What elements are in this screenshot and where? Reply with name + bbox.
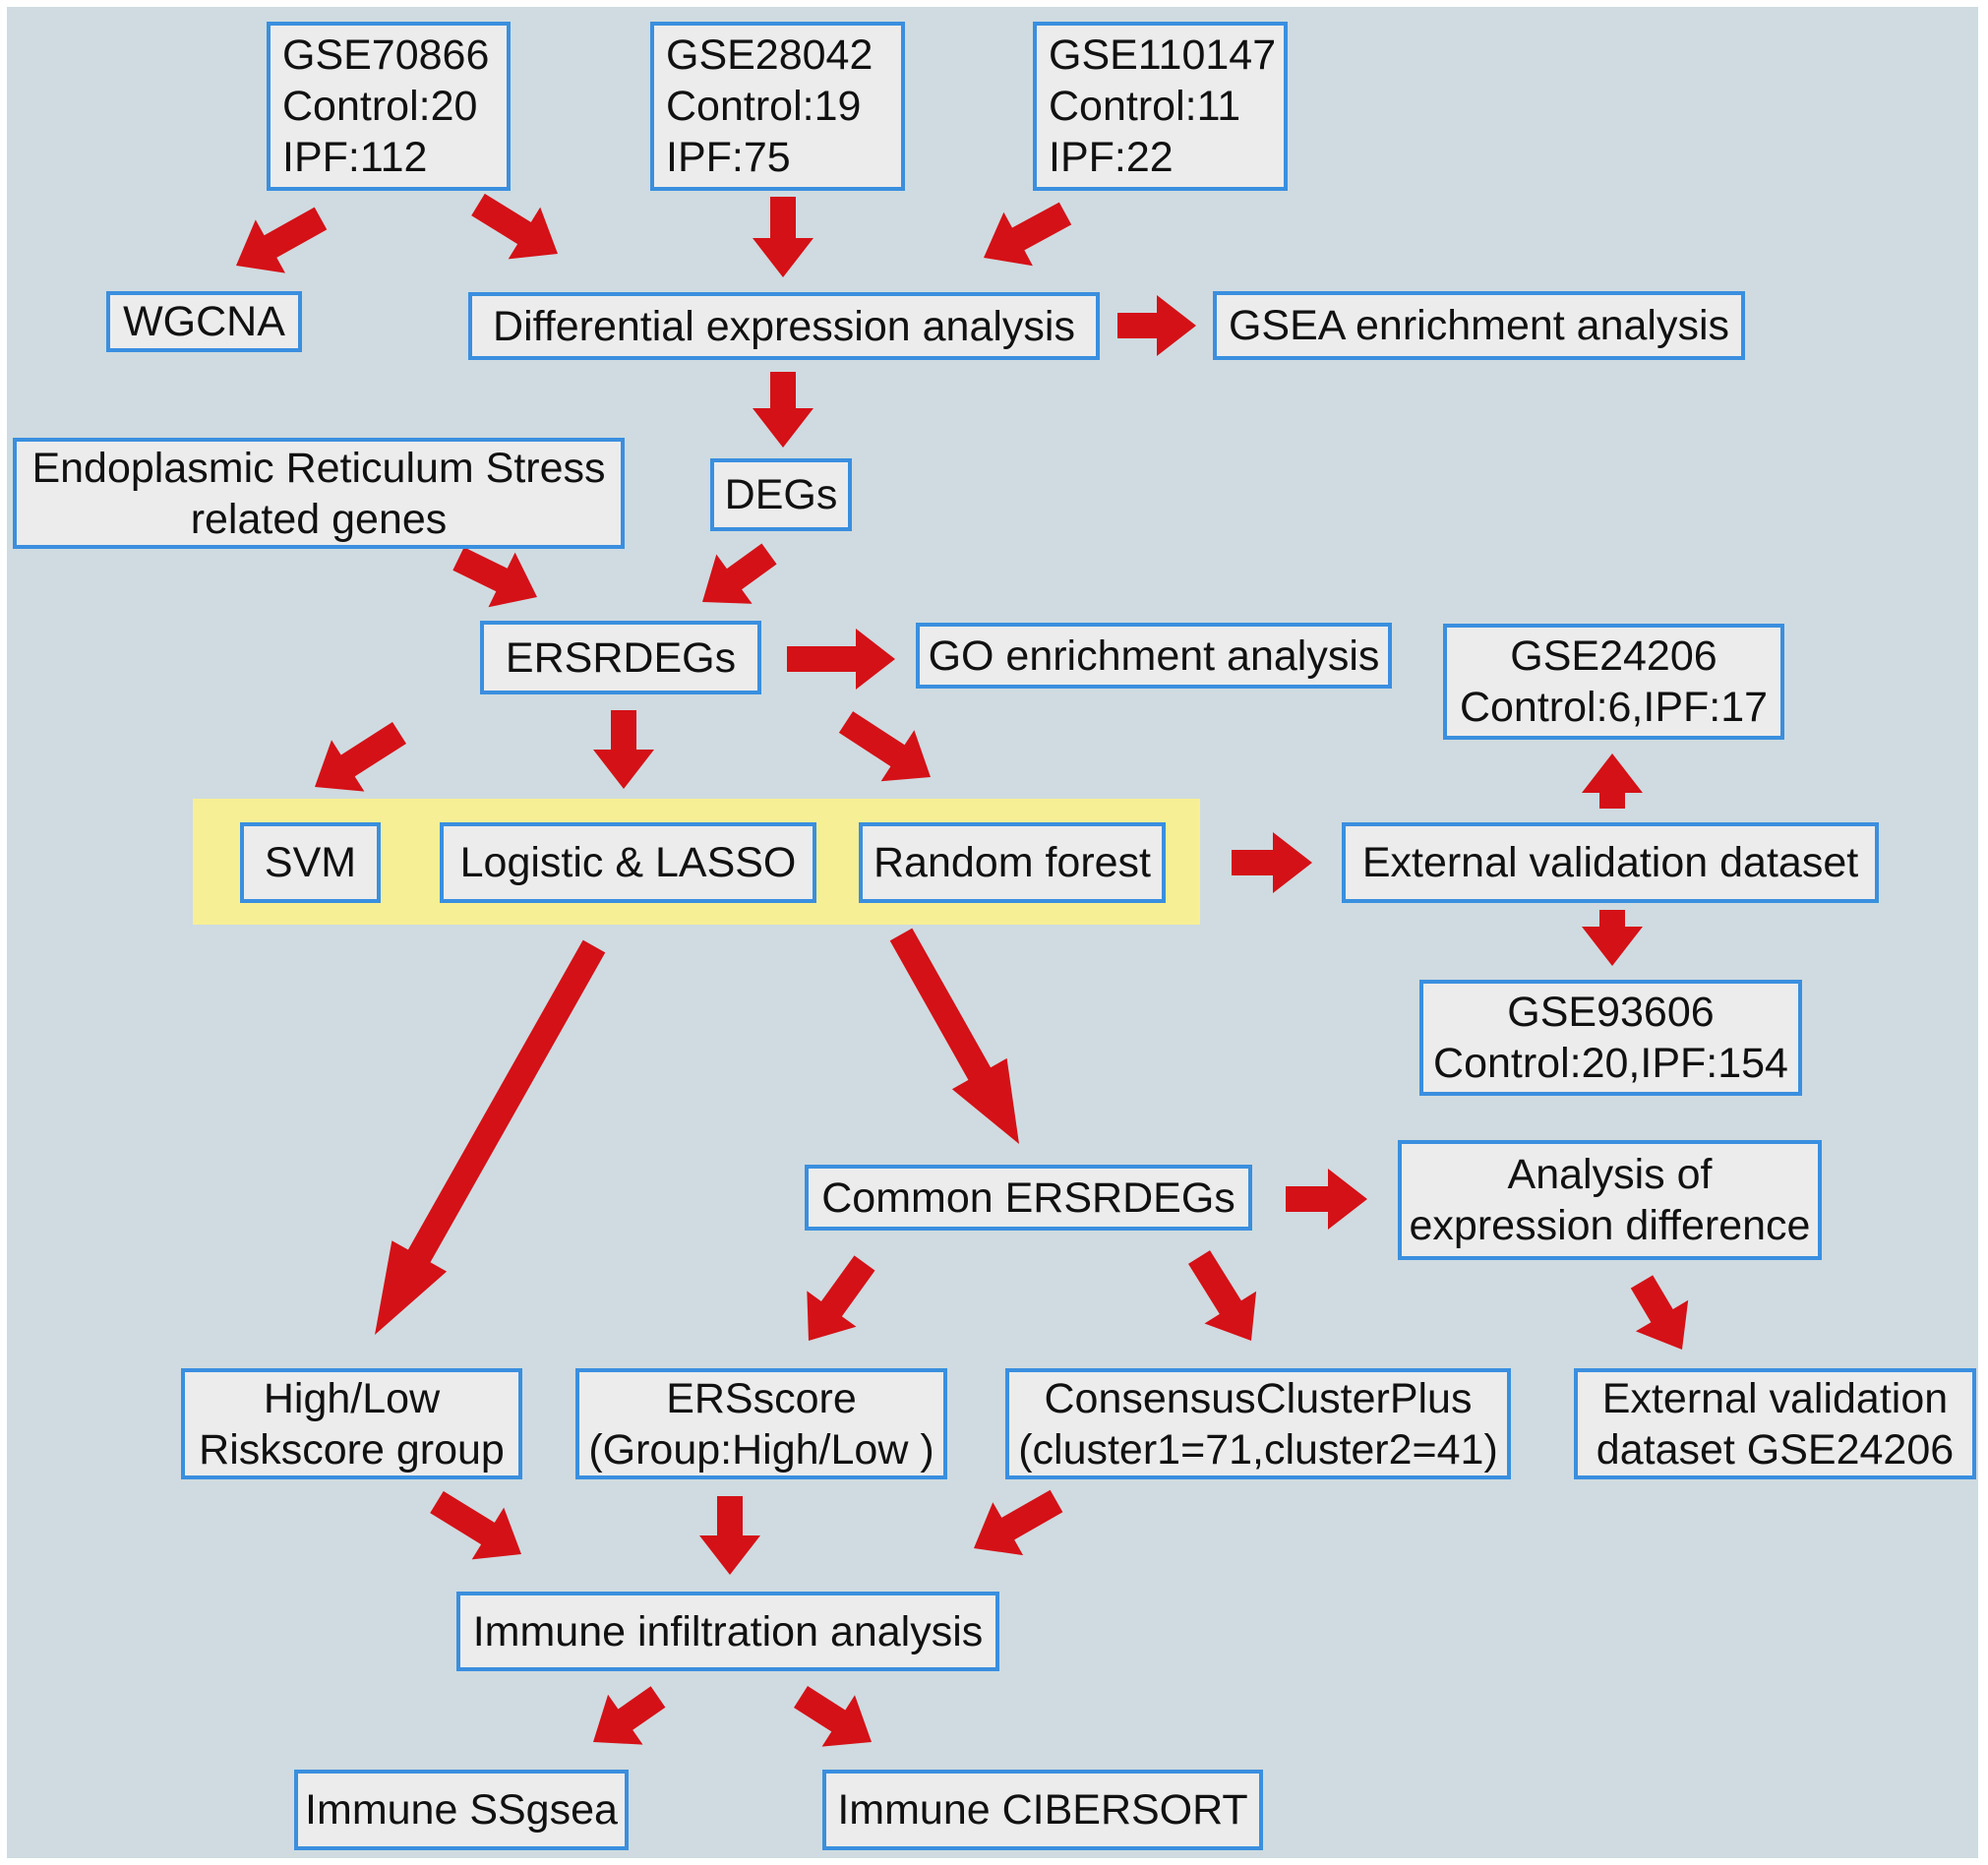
expression-difference-line-2: expression difference — [1409, 1202, 1811, 1249]
er-stress-line-1: Endoplasmic Reticulum Stress — [31, 444, 606, 492]
flow-arrow — [1582, 753, 1643, 809]
ersscore-line-2: (Group:High/Low ) — [588, 1425, 934, 1474]
dataset-control-count: Control:19 — [666, 83, 862, 130]
svm-box: SVM — [240, 822, 381, 903]
svm-label: SVM — [264, 839, 357, 886]
random-forest-label: Random forest — [873, 839, 1152, 886]
flow-arrow — [753, 197, 813, 277]
dataset-gse28042-box: GSE28042 Control:19 IPF:75 — [650, 22, 905, 191]
flow-arrow — [974, 1489, 1063, 1556]
immune-infiltration-label: Immune infiltration analysis — [472, 1607, 984, 1655]
go-enrichment-label: GO enrichment analysis — [928, 632, 1380, 680]
dataset-ipf-count: IPF:75 — [666, 134, 791, 181]
flow-arrow — [315, 722, 406, 792]
gse93606-box: GSE93606 Control:20,IPF:154 — [1419, 980, 1802, 1096]
expression-difference-line-1: Analysis of — [1507, 1151, 1713, 1198]
external-validation-box: External validation dataset — [1342, 822, 1879, 903]
immune-cibersort-label: Immune CIBERSORT — [837, 1786, 1248, 1834]
degs-box: DEGs — [710, 458, 852, 531]
dataset-control-count: Control:20 — [282, 83, 478, 130]
flow-arrow — [593, 1686, 666, 1745]
logistic-lasso-box: Logistic & LASSO — [440, 822, 816, 903]
consensus-cluster-box: ConsensusClusterPlus (cluster1=71,cluste… — [1005, 1368, 1511, 1479]
gse93606-detail: Control:20,IPF:154 — [1433, 1040, 1788, 1087]
immune-ssgsea-box: Immune SSgsea — [294, 1770, 629, 1850]
wgcna-box: WGCNA — [106, 291, 302, 352]
flow-arrow — [593, 710, 654, 789]
dataset-name: GSE110147 — [1049, 31, 1277, 79]
go-enrichment-box: GO enrichment analysis — [916, 623, 1392, 689]
flow-arrow — [1582, 910, 1643, 966]
flow-arrow — [375, 939, 606, 1335]
external-validation-label: External validation dataset — [1361, 839, 1859, 886]
immune-ssgsea-label: Immune SSgsea — [305, 1786, 618, 1834]
ersscore-box: ERSscore (Group:High/Low ) — [575, 1368, 947, 1479]
differential-expression-label: Differential expression analysis — [493, 302, 1075, 350]
degs-label: DEGs — [724, 471, 838, 518]
flow-arrow — [753, 372, 813, 448]
immune-infiltration-box: Immune infiltration analysis — [456, 1592, 999, 1671]
gse24206-name: GSE24206 — [1510, 632, 1717, 680]
wgcna-label: WGCNA — [123, 298, 285, 345]
gse93606-name: GSE93606 — [1507, 989, 1715, 1036]
dataset-name: GSE70866 — [282, 31, 490, 79]
flow-arrow — [984, 202, 1072, 267]
flow-arrow — [1232, 832, 1312, 893]
flow-arrow — [1630, 1275, 1689, 1350]
external-validation-gse24206-line-1: External validation — [1601, 1374, 1949, 1422]
common-ersrdegs-box: Common ERSRDEGs — [805, 1165, 1252, 1231]
ersrdegs-box: ERSRDEGs — [480, 621, 761, 694]
dataset-control-count: Control:11 — [1049, 83, 1241, 130]
expression-difference-box: Analysis of expression difference — [1398, 1140, 1822, 1260]
er-stress-genes-box: Endoplasmic Reticulum Stress related gen… — [13, 438, 625, 549]
ersscore-line-1: ERSscore — [666, 1374, 857, 1422]
gse24206-detail: Control:6,IPF:17 — [1459, 684, 1769, 731]
gsea-enrichment-box: GSEA enrichment analysis — [1213, 291, 1745, 360]
dataset-name: GSE28042 — [666, 31, 874, 79]
riskscore-group-box: High/Low Riskscore group — [181, 1368, 522, 1479]
dataset-ipf-count: IPF:112 — [282, 134, 428, 181]
flow-arrow — [1117, 295, 1196, 356]
flow-arrow — [699, 1496, 760, 1575]
dataset-gse70866-box: GSE70866 Control:20 IPF:112 — [267, 22, 511, 191]
flow-arrow — [794, 1686, 872, 1747]
flow-arrow — [807, 1255, 875, 1341]
consensus-cluster-line-2: (cluster1=71,cluster2=41) — [1018, 1425, 1498, 1474]
riskscore-line-2: Riskscore group — [199, 1425, 505, 1474]
flow-arrow — [430, 1490, 521, 1560]
gse24206-box: GSE24206 Control:6,IPF:17 — [1443, 624, 1784, 740]
dataset-ipf-count: IPF:22 — [1049, 134, 1174, 181]
logistic-lasso-label: Logistic & LASSO — [459, 839, 797, 886]
differential-expression-box: Differential expression analysis — [468, 292, 1100, 360]
flow-arrow — [1286, 1169, 1367, 1230]
random-forest-box: Random forest — [859, 822, 1166, 903]
consensus-cluster-line-1: ConsensusClusterPlus — [1044, 1374, 1473, 1422]
immune-cibersort-box: Immune CIBERSORT — [822, 1770, 1263, 1850]
flow-arrow — [1188, 1250, 1257, 1341]
dataset-gse110147-box: GSE110147 Control:11 IPF:22 — [1033, 22, 1288, 191]
flow-arrow — [787, 629, 895, 690]
gsea-enrichment-label: GSEA enrichment analysis — [1228, 302, 1730, 349]
riskscore-line-1: High/Low — [263, 1374, 441, 1422]
external-validation-gse24206-box: External validation dataset GSE24206 — [1574, 1368, 1976, 1479]
external-validation-gse24206-line-2: dataset GSE24206 — [1596, 1425, 1955, 1474]
ersrdegs-label: ERSRDEGs — [505, 633, 737, 682]
flow-arrow — [452, 547, 537, 608]
flow-arrow — [471, 193, 558, 260]
flow-arrow — [702, 543, 777, 604]
common-ersrdegs-label: Common ERSRDEGs — [821, 1173, 1235, 1222]
flow-arrow — [236, 207, 328, 273]
er-stress-line-2: related genes — [190, 495, 448, 543]
flow-arrow — [889, 928, 1019, 1144]
flow-arrow — [838, 711, 931, 782]
